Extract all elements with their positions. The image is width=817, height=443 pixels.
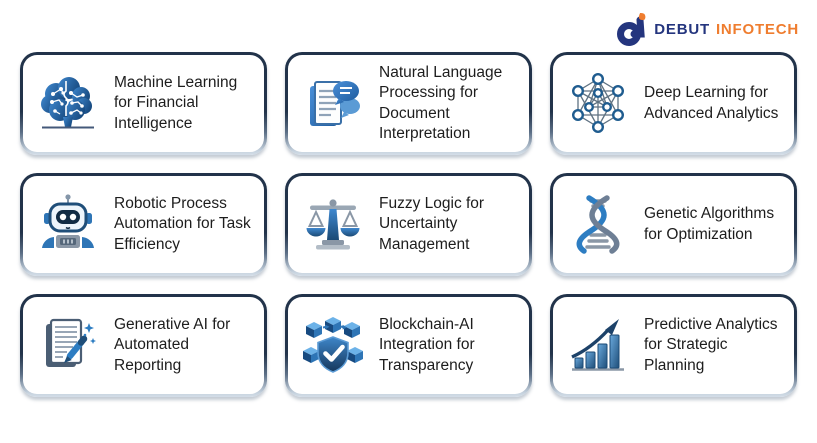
card-title: Genetic Algorithms for Optimization — [644, 205, 775, 243]
card-nlp[interactable]: Natural Language Processing for Document… — [285, 52, 532, 155]
brand-name-infotech: INFOTECH — [715, 20, 799, 38]
robot-icon — [33, 190, 103, 260]
card-body: Robotic Process Automation for Task Effi… — [23, 176, 264, 273]
card-title: Robotic Process Automation for Task Effi… — [114, 195, 251, 253]
card-blockchain-ai[interactable]: Blockchain-AI Integration for Transparen… — [285, 294, 532, 397]
card-body: Genetic Algorithms for Optimization — [553, 176, 794, 273]
card-title: Predictive Analytics for Strategic Plann… — [644, 316, 778, 374]
brand-header[interactable]: DEBUT INFOTECH — [615, 11, 799, 47]
card-title: Machine Learning for Financial Intellige… — [114, 74, 238, 132]
blockchain-shield-icon — [298, 311, 368, 381]
card-title: Natural Language Processing for Document… — [379, 64, 503, 142]
card-title: Generative AI for Automated Reporting — [114, 316, 231, 374]
card-title: Blockchain-AI Integration for Transparen… — [379, 316, 475, 374]
card-body: Deep Learning for Advanced Analytics — [553, 55, 794, 152]
card-generative-ai[interactable]: Generative AI for Automated Reporting — [20, 294, 267, 397]
card-title: Deep Learning for Advanced Analytics — [644, 84, 779, 122]
dna-helix-icon — [563, 190, 633, 260]
neural-network-icon — [563, 69, 633, 139]
card-rpa[interactable]: Robotic Process Automation for Task Effi… — [20, 173, 267, 276]
card-fuzzy-logic[interactable]: Fuzzy Logic for Uncertainty Management — [285, 173, 532, 276]
document-chat-icon — [298, 69, 368, 139]
card-body: Predictive Analytics for Strategic Plann… — [553, 297, 794, 394]
card-genetic-algorithms[interactable]: Genetic Algorithms for Optimization — [550, 173, 797, 276]
card-deep-learning[interactable]: Deep Learning for Advanced Analytics — [550, 52, 797, 155]
bar-chart-arrow-icon — [563, 311, 633, 381]
brand-name: DEBUT INFOTECH — [654, 21, 799, 38]
document-pen-icon — [33, 311, 103, 381]
card-title: Fuzzy Logic for Uncertainty Management — [379, 195, 485, 253]
debut-infotech-logo-icon — [615, 11, 649, 47]
ai-capabilities-grid: Machine Learning for Financial Intellige… — [20, 52, 797, 397]
card-body: Generative AI for Automated Reporting — [23, 297, 264, 394]
card-body: Natural Language Processing for Document… — [288, 55, 529, 152]
card-body: Machine Learning for Financial Intellige… — [23, 55, 264, 152]
card-body: Blockchain-AI Integration for Transparen… — [288, 297, 529, 394]
balance-scale-icon — [298, 190, 368, 260]
brain-circuit-icon — [33, 69, 103, 139]
card-body: Fuzzy Logic for Uncertainty Management — [288, 176, 529, 273]
card-machine-learning[interactable]: Machine Learning for Financial Intellige… — [20, 52, 267, 155]
brand-name-debut: DEBUT — [654, 20, 710, 38]
card-predictive-analytics[interactable]: Predictive Analytics for Strategic Plann… — [550, 294, 797, 397]
